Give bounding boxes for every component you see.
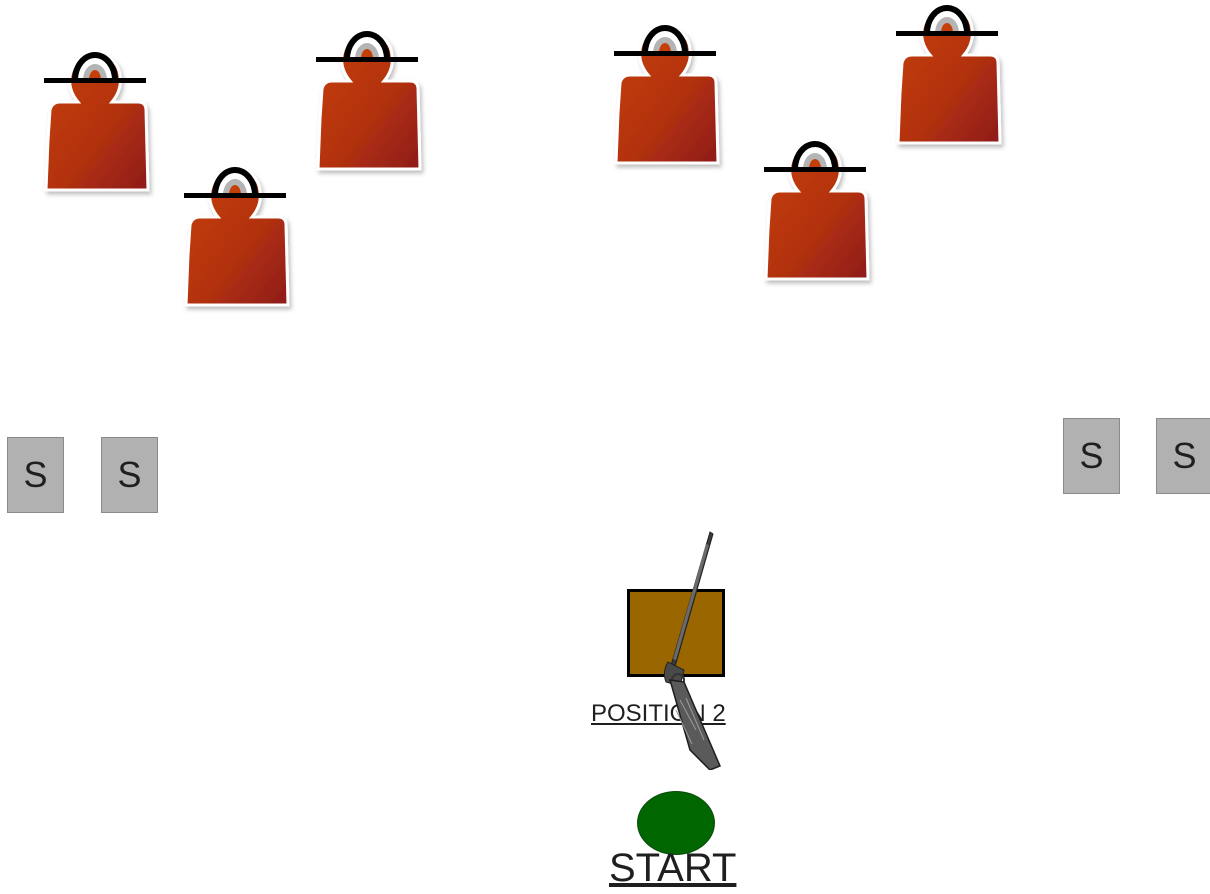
target-2: [180, 155, 300, 355]
s-box-4: S: [1156, 418, 1210, 494]
silhouette-target-icon: [610, 13, 730, 213]
silhouette-target-icon: [892, 0, 1012, 193]
silhouette-target-icon: [180, 155, 300, 355]
silhouette-target-icon: [40, 40, 160, 240]
target-1: [40, 40, 160, 240]
s-box-3: S: [1063, 418, 1120, 494]
target-4: [610, 13, 730, 213]
silhouette-target-icon: [760, 129, 880, 329]
s-box-2: S: [101, 437, 158, 513]
rifle-icon: [640, 530, 730, 770]
target-6: [892, 0, 1012, 193]
target-5: [760, 129, 880, 329]
s-box-1: S: [7, 437, 64, 513]
target-3: [312, 19, 432, 219]
start-label: START: [609, 846, 736, 891]
silhouette-target-icon: [312, 19, 432, 219]
